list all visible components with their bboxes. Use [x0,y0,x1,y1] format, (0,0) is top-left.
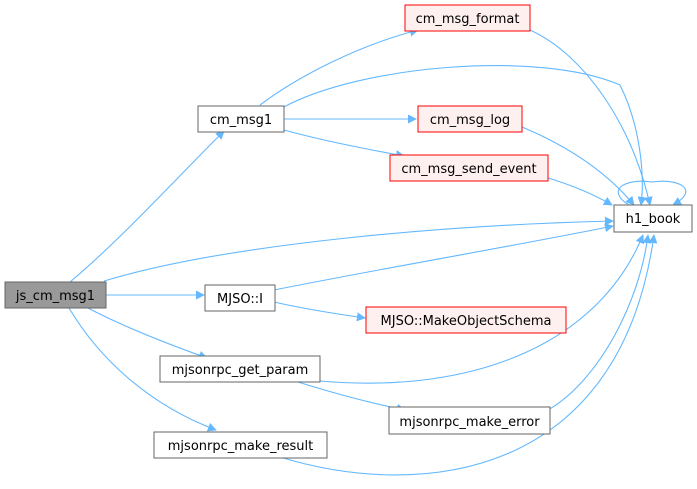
node-mjso_make_object_schema[interactable]: MJSO::MakeObjectSchema [365,306,567,334]
node-label-cm_msg_format: cm_msg_format [416,12,520,27]
edge-mjso_i-h1_book [273,223,614,291]
node-label-cm_msg_log: cm_msg_log [430,113,510,128]
edge-cm_msg1-h1_book [281,65,647,206]
node-mjsonrpc_make_result[interactable]: mjsonrpc_make_result [153,431,328,459]
edge-js_cm_msg1-mjsonrpc_get_param [85,306,208,360]
node-cm_msg_send_event[interactable]: cm_msg_send_event [389,154,549,182]
node-h1_book[interactable]: h1_book [613,204,693,233]
node-mjsonrpc_make_error[interactable]: mjsonrpc_make_error [388,406,551,435]
edge-h1_book-self [617,180,687,206]
edge-cm_msg1-cm_msg_send_event [283,129,405,159]
edges [68,27,687,476]
edge-mjsonrpc_get_param-mjsonrpc_make_error [297,381,406,413]
edge-cm_msg_send_event-h1_book [544,176,613,206]
node-label-h1_book: h1_book [626,212,681,227]
node-label-cm_msg_send_event: cm_msg_send_event [401,162,536,177]
edge-js_cm_msg1-h1_book [103,216,614,282]
node-label-cm_msg1: cm_msg1 [210,113,272,128]
nodes: js_cm_msg1 cm_msg1 cm_msg_format cm_msg_… [4,4,693,459]
edge-mjsonrpc_make_result-h1_book [279,234,658,476]
edge-mjsonrpc_get_param-h1_book [319,234,645,384]
node-label-mjsonrpc_get_param: mjsonrpc_get_param [172,363,309,378]
edge-cm_msg_format-h1_book [529,29,653,206]
node-mjsonrpc_get_param[interactable]: mjsonrpc_get_param [159,355,321,383]
node-label-mjsonrpc_make_error: mjsonrpc_make_error [399,415,540,430]
node-label-js_cm_msg1: js_cm_msg1 [15,289,95,304]
node-cm_msg1[interactable]: cm_msg1 [197,105,285,133]
node-mjso_i[interactable]: MJSO::I [204,284,276,312]
node-label-mjso_i: MJSO::I [217,292,263,307]
edge-cm_msg1-cm_msg_format [259,27,419,106]
node-cm_msg_format[interactable]: cm_msg_format [404,4,531,32]
edge-mjso_i-mjso_make_object_schema [273,301,366,322]
edge-cm_msg_log-h1_book [521,126,635,206]
edge-js_cm_msg1-mjsonrpc_make_result [68,307,217,432]
node-label-mjso_make_object_schema: MJSO::MakeObjectSchema [381,314,552,329]
node-cm_msg_log[interactable]: cm_msg_log [417,105,523,133]
node-js_cm_msg1[interactable]: js_cm_msg1 [4,281,107,309]
edge-js_cm_msg1-cm_msg1 [69,130,225,283]
edge-mjsonrpc_make_error-h1_book [547,234,652,411]
node-label-mjsonrpc_make_result: mjsonrpc_make_result [168,439,313,454]
